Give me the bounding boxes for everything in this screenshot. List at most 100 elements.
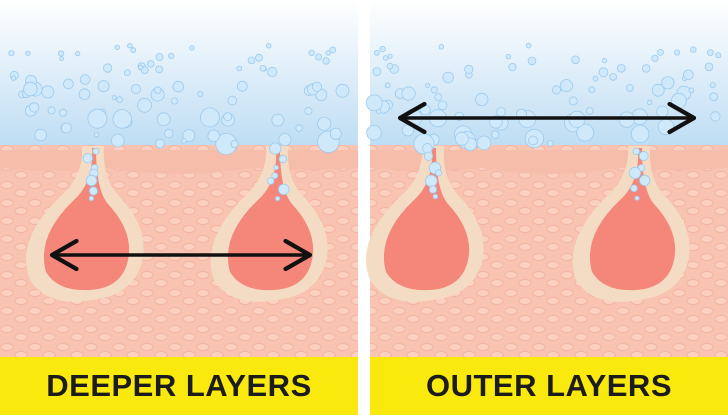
bubble xyxy=(111,95,117,101)
bubble xyxy=(197,91,204,98)
bubble xyxy=(434,93,443,101)
bubble xyxy=(94,132,100,138)
bubble xyxy=(266,43,272,49)
bubble xyxy=(112,109,132,129)
bubble xyxy=(706,49,714,57)
bubble xyxy=(88,195,95,202)
bubble xyxy=(329,46,337,54)
bubble xyxy=(496,107,506,117)
bubble xyxy=(140,66,149,74)
bubble xyxy=(651,83,665,97)
bubble xyxy=(464,64,474,75)
bubble xyxy=(41,85,55,99)
bubble xyxy=(690,46,697,53)
bubble xyxy=(373,49,380,56)
bubble xyxy=(382,55,389,61)
label-bar xyxy=(0,357,358,415)
bubble xyxy=(127,43,133,49)
bubble xyxy=(271,113,285,127)
bubble xyxy=(97,80,110,93)
panel-deeper-layers xyxy=(0,0,358,415)
bubble xyxy=(34,128,47,142)
bubble xyxy=(322,57,330,65)
bubble xyxy=(372,67,382,76)
bubble xyxy=(571,55,580,65)
bubble xyxy=(59,108,67,117)
bubble xyxy=(657,49,664,56)
bubble xyxy=(527,56,537,66)
bubble xyxy=(311,81,322,92)
bubble xyxy=(329,127,342,140)
bubble xyxy=(124,69,131,76)
bubble xyxy=(146,60,155,68)
bubble xyxy=(683,69,694,81)
bubble xyxy=(155,138,165,149)
follicle-left xyxy=(366,146,484,302)
bubble xyxy=(476,135,492,151)
bubble xyxy=(308,49,315,57)
bubble xyxy=(85,174,98,187)
bubble xyxy=(47,106,56,115)
bubble xyxy=(630,124,650,144)
bubble xyxy=(432,193,439,200)
bubble xyxy=(656,105,669,118)
bubble xyxy=(674,49,681,56)
bubble xyxy=(601,57,608,64)
bubble xyxy=(442,71,454,84)
bubble xyxy=(274,195,281,202)
bubble xyxy=(434,169,442,177)
bubble xyxy=(657,118,675,136)
bubble xyxy=(278,183,290,196)
bubble xyxy=(547,140,554,147)
bubble xyxy=(116,96,123,103)
bubble xyxy=(401,124,414,137)
bubble xyxy=(715,52,722,59)
bubble xyxy=(170,97,178,105)
label-bar xyxy=(370,357,728,415)
bubble xyxy=(172,80,184,93)
bubble xyxy=(259,65,267,72)
bubble xyxy=(82,153,94,164)
bubble xyxy=(568,96,578,106)
bubble xyxy=(646,99,653,106)
bubble xyxy=(189,45,195,51)
bubble xyxy=(168,52,175,60)
bubble xyxy=(164,128,174,138)
bubble xyxy=(559,79,573,93)
bubble xyxy=(551,85,561,95)
bubble xyxy=(616,64,626,73)
bubble xyxy=(491,130,500,139)
bubble xyxy=(269,142,282,155)
bubble xyxy=(230,139,239,148)
bubble xyxy=(423,151,434,161)
bubble xyxy=(25,50,31,56)
bubble xyxy=(425,174,438,188)
bubble xyxy=(155,53,164,62)
bubble xyxy=(438,43,445,50)
bubble xyxy=(273,164,279,171)
bubble xyxy=(29,102,40,113)
panel-outer-layers xyxy=(365,0,728,415)
bubble xyxy=(137,64,143,70)
bubble xyxy=(278,133,292,147)
bubble xyxy=(295,124,303,132)
bubble xyxy=(87,108,108,129)
bubble xyxy=(79,74,91,85)
water-bubbles xyxy=(8,43,350,202)
bubble xyxy=(709,92,718,101)
bubble xyxy=(585,107,594,115)
bubble xyxy=(628,166,642,179)
bubble xyxy=(626,84,634,92)
bubble xyxy=(156,112,171,126)
bubble xyxy=(639,174,651,186)
bubble xyxy=(181,138,187,144)
bubble xyxy=(317,116,332,131)
bubble xyxy=(8,50,15,57)
bubble xyxy=(365,94,383,112)
bubble xyxy=(236,65,243,72)
bubble xyxy=(155,65,164,74)
bubble xyxy=(110,133,125,148)
water-layer xyxy=(0,0,358,150)
